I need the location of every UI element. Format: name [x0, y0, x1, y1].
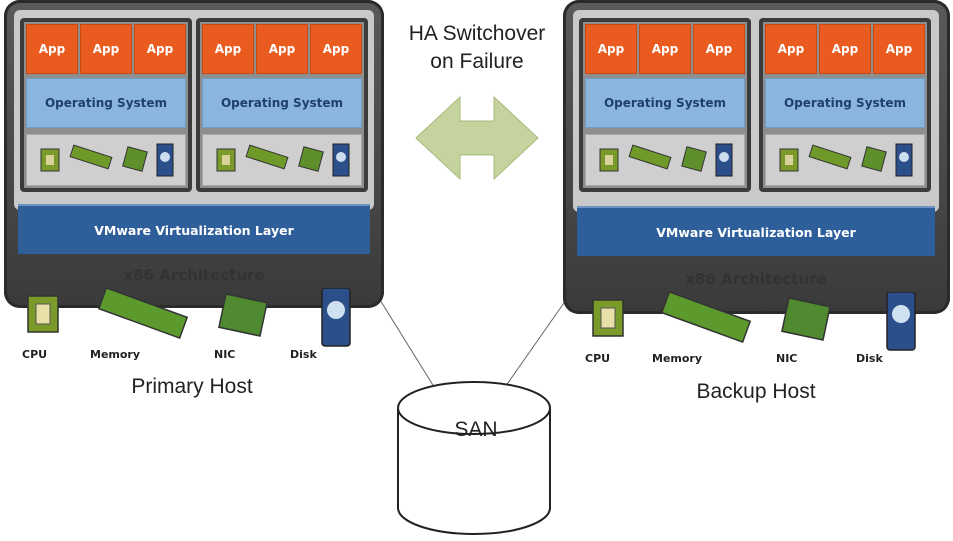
san-label: SAN: [454, 418, 498, 441]
virtual-hardware-strip: [765, 134, 925, 186]
app-box: App: [202, 24, 254, 74]
nic-icon: [681, 146, 707, 172]
app-box: App: [256, 24, 308, 74]
backup-host-frame: App App App Operating System App App: [563, 0, 950, 314]
memory-icon: [808, 144, 852, 170]
virtual-hardware-strip: [26, 134, 186, 186]
hw-label-cpu: CPU: [585, 352, 611, 365]
virtual-hardware-strip: [585, 134, 745, 186]
app-box: App: [639, 24, 691, 74]
virtual-hardware-strip: [202, 134, 362, 186]
app-box: App: [873, 24, 925, 74]
hw-label-disk: Disk: [856, 352, 883, 365]
switchover-line-2: on Failure: [430, 50, 524, 73]
primary-san-line: [379, 299, 437, 391]
primary-host-caption: Primary Host: [131, 375, 253, 398]
nic-icon: [122, 146, 148, 172]
cpu-icon: [779, 148, 799, 172]
cpu-icon: [592, 299, 624, 337]
memory-icon: [628, 144, 672, 170]
hw-label-memory: Memory: [90, 348, 141, 361]
nic-icon: [861, 146, 887, 172]
operating-system-box: Operating System: [202, 78, 362, 128]
primary-host-frame: App App App Operating System App App: [4, 0, 384, 308]
operating-system-box: Operating System: [585, 78, 745, 128]
app-box: App: [310, 24, 362, 74]
operating-system-box: Operating System: [765, 78, 925, 128]
architecture-label: x86 Architecture: [685, 270, 827, 288]
virtualization-layer: VMware Virtualization Layer: [577, 206, 935, 256]
disk-icon: [886, 292, 916, 351]
cpu-icon: [599, 148, 619, 172]
app-box: App: [26, 24, 78, 74]
switchover-double-arrow-icon: [415, 95, 539, 181]
hw-label-memory: Memory: [652, 352, 703, 365]
disk-icon: [321, 288, 351, 347]
hw-label-nic: NIC: [214, 348, 236, 361]
cpu-icon: [27, 295, 59, 333]
disk-icon: [715, 143, 733, 177]
memory-icon: [660, 292, 752, 344]
nic-icon: [218, 293, 268, 337]
app-box: App: [134, 24, 186, 74]
app-box: App: [80, 24, 132, 74]
san-cylinder: [397, 381, 551, 535]
backup-san-line: [502, 299, 567, 391]
backup-vm-area: App App App Operating System App App: [573, 10, 939, 212]
backup-vm-2: App App App Operating System: [759, 18, 931, 192]
cpu-icon: [216, 148, 236, 172]
architecture-label: x86 Architecture: [123, 266, 265, 284]
disk-icon: [156, 143, 174, 177]
memory-icon: [97, 288, 189, 340]
memory-icon: [69, 144, 113, 170]
switchover-line-1: HA Switchover: [408, 22, 546, 45]
primary-vm-1: App App App Operating System: [20, 18, 192, 192]
backup-host-caption: Backup Host: [696, 380, 816, 403]
app-box: App: [585, 24, 637, 74]
nic-icon: [298, 146, 324, 172]
primary-physical-hardware: [27, 288, 351, 347]
app-box: App: [765, 24, 817, 74]
hw-label-cpu: CPU: [22, 348, 48, 361]
cpu-icon: [40, 148, 60, 172]
disk-icon: [895, 143, 913, 177]
nic-icon: [781, 297, 831, 341]
disk-icon: [332, 143, 350, 177]
app-box: App: [693, 24, 745, 74]
backup-physical-hardware: [592, 292, 916, 351]
primary-vm-area: App App App Operating System App App: [14, 10, 374, 210]
primary-vm-2: App App App Operating System: [196, 18, 368, 192]
virtualization-layer: VMware Virtualization Layer: [18, 204, 370, 254]
hw-label-disk: Disk: [290, 348, 317, 361]
switchover-label: HA Switchover on Failure: [392, 20, 562, 76]
backup-vm-1: App App App Operating System: [579, 18, 751, 192]
hw-label-nic: NIC: [776, 352, 798, 365]
operating-system-box: Operating System: [26, 78, 186, 128]
memory-icon: [245, 144, 289, 170]
app-box: App: [819, 24, 871, 74]
